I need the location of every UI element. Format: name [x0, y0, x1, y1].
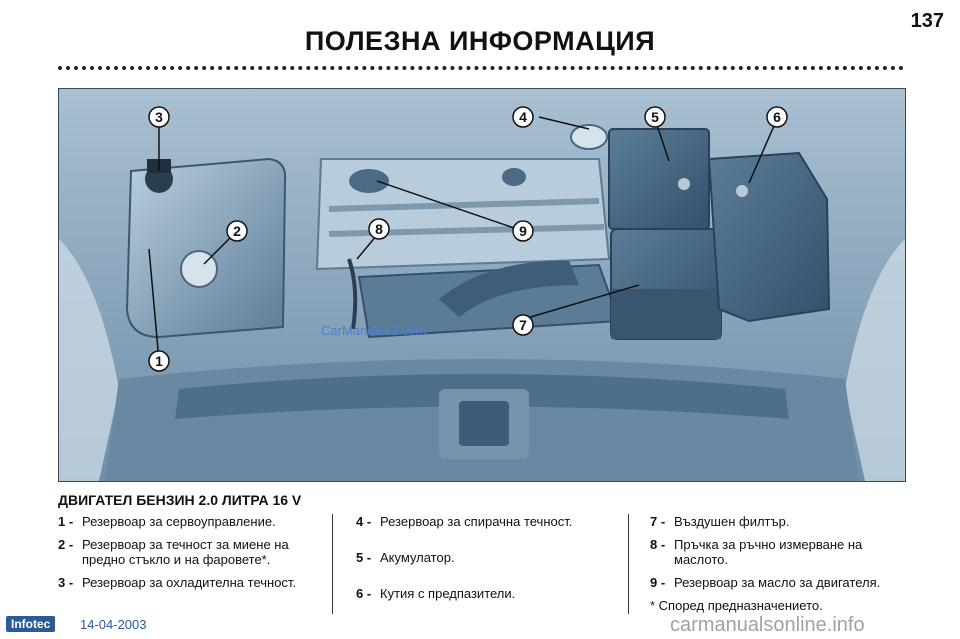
legend-number: 4 -	[356, 514, 372, 529]
svg-text:1: 1	[155, 353, 163, 369]
legend-number: 2 -	[58, 537, 74, 552]
svg-text:6: 6	[773, 109, 781, 125]
callout-5: 5	[644, 106, 666, 128]
legend-number: 7 -	[650, 514, 666, 529]
section-title: ДВИГАТЕЛ БЕНЗИН 2.0 ЛИТРА 16 V	[58, 492, 302, 508]
print-date: 14-04-2003	[80, 617, 147, 632]
legend-text: Резервоар за сервоуправление.	[82, 514, 276, 529]
engine-bay-illustration: 1 2 3 4 5 6 7 8	[59, 89, 905, 481]
callout-8: 8	[368, 218, 390, 240]
callout-1: 1	[148, 350, 170, 372]
legend-text: Въздушен филтър.	[674, 514, 790, 529]
legend-column-3: 7 - Въздушен филтър. 8 - Пръчка за ръчно…	[650, 514, 910, 613]
engine-bay-figure: 1 2 3 4 5 6 7 8	[58, 88, 906, 482]
legend-number: 1 -	[58, 514, 74, 529]
legend-text: Акумулатор.	[380, 550, 455, 565]
legend-item: 4 - Резервоар за спирачна течност.	[356, 514, 616, 529]
svg-text:4: 4	[519, 109, 527, 125]
callout-6: 6	[766, 106, 788, 128]
legend-item: 3 - Резервоар за охладителна течност.	[58, 575, 328, 590]
legend-number: 6 -	[356, 586, 372, 601]
svg-text:2: 2	[233, 223, 241, 239]
legend-number: 3 -	[58, 575, 74, 590]
callout-4: 4	[512, 106, 534, 128]
legend-number: 8 -	[650, 537, 666, 552]
svg-text:7: 7	[519, 317, 527, 333]
legend-item: 7 - Въздушен филтър.	[650, 514, 910, 529]
legend-text: Резервоар за масло за двигателя.	[674, 575, 881, 590]
figure-watermark: CarManuals2.com	[321, 323, 427, 338]
legend-number: 9 -	[650, 575, 666, 590]
legend-number: 5 -	[356, 550, 372, 565]
legend-item: 8 - Пръчка за ръчно измерване на маслото…	[650, 537, 910, 567]
svg-text:9: 9	[519, 223, 527, 239]
legend-column-1: 1 - Резервоар за сервоуправление. 2 - Ре…	[58, 514, 328, 598]
legend-text: Пръчка за ръчно измерване на маслото.	[674, 537, 863, 567]
legend-text: Резервоар за течност за миене на предно …	[82, 537, 289, 567]
callout-7: 7	[512, 314, 534, 336]
site-watermark: carmanualsonline.info	[670, 614, 865, 636]
legend-item: 1 - Резервоар за сервоуправление.	[58, 514, 328, 529]
title-divider	[58, 66, 904, 70]
svg-text:3: 3	[155, 109, 163, 125]
legend-text: Резервоар за охладителна течност.	[82, 575, 297, 590]
column-divider	[332, 514, 333, 614]
infotec-logo: Infotec	[6, 616, 56, 632]
svg-text:8: 8	[375, 221, 383, 237]
legend-item: 6 - Кутия с предпазители.	[356, 586, 616, 601]
footnote: * Според предназначението.	[650, 598, 823, 613]
callout-9: 9	[512, 220, 534, 242]
page-title: ПОЛЕЗНА ИНФОРМАЦИЯ	[304, 26, 656, 56]
svg-text:5: 5	[651, 109, 659, 125]
column-divider	[628, 514, 629, 614]
callout-2: 2	[226, 220, 248, 242]
legend-text: Кутия с предпазители.	[380, 586, 516, 601]
page-number: 137	[910, 10, 944, 32]
callout-3: 3	[148, 106, 170, 128]
legend-column-2: 4 - Резервоар за спирачна течност. 5 - А…	[356, 514, 616, 622]
legend-item: 2 - Резервоар за течност за миене на пре…	[58, 537, 328, 567]
legend-item: 5 - Акумулатор.	[356, 550, 616, 565]
legend-item: 9 - Резервоар за масло за двигателя.	[650, 575, 910, 590]
legend-text: Резервоар за спирачна течност.	[380, 514, 573, 529]
